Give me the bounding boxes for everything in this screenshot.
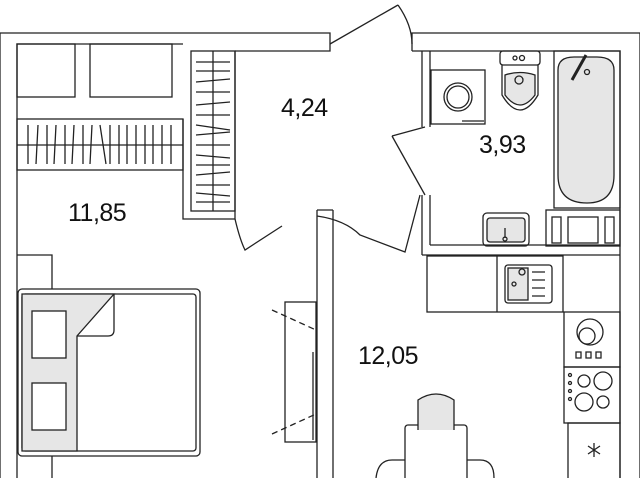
stove <box>563 366 621 424</box>
nightstands <box>17 254 53 478</box>
dishwasher <box>563 311 621 368</box>
washing-machine <box>430 69 486 125</box>
wardrobe-horizontal <box>16 118 184 171</box>
tv-stand <box>271 301 317 443</box>
kitchen-counter <box>426 255 564 313</box>
bathtub <box>553 50 621 209</box>
dining-table <box>375 393 495 478</box>
toilet <box>499 50 541 111</box>
bathroom-cabinet <box>545 209 621 247</box>
room-area-kitchen-living: 12,05 <box>358 342 419 370</box>
pillow <box>31 310 67 359</box>
bed <box>17 288 201 457</box>
wardrobe-vertical <box>190 50 236 212</box>
shelves <box>16 43 173 98</box>
fridge <box>567 422 621 478</box>
pillow <box>31 382 67 431</box>
bathroom-sink <box>482 212 530 247</box>
doors <box>234 4 426 253</box>
room-area-bedroom: 11,85 <box>68 199 127 227</box>
room-area-bathroom: 3,93 <box>479 131 526 159</box>
room-area-hallway: 4,24 <box>281 94 328 122</box>
